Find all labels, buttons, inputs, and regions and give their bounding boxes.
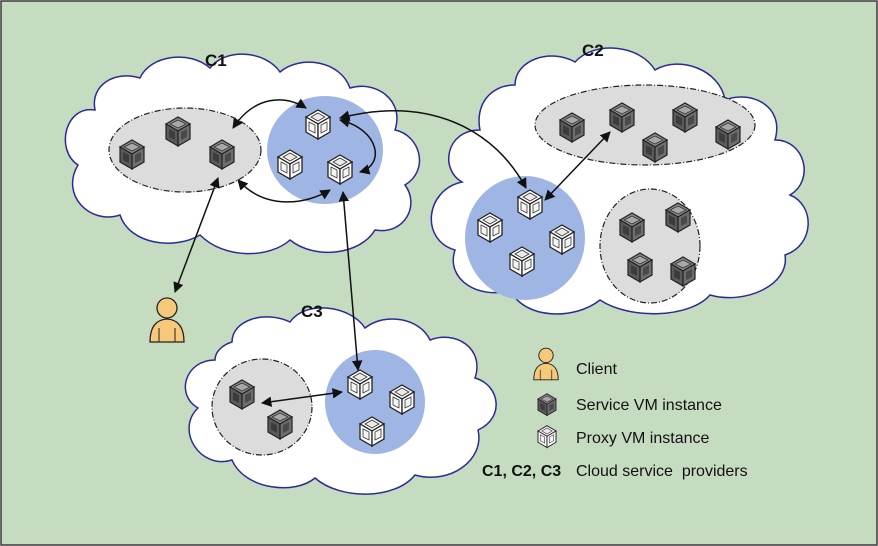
arrow-c3-service-proxy: [260, 388, 344, 407]
service-vm-icon: [670, 256, 696, 287]
service-group-c1: [108, 107, 262, 193]
proxy-vm-icon: [509, 246, 535, 277]
arrow-c2-proxy-service: [544, 131, 611, 201]
legend-client-label: Client: [576, 361, 617, 378]
service-group-c2-bottom: [599, 188, 701, 304]
service-vm-icon: [642, 132, 668, 163]
proxy-vm-icon: [477, 212, 503, 243]
legend-providers-key: C1, C2, C3: [482, 463, 561, 480]
service-vm-icon: [165, 116, 191, 147]
arrow-c1-c3: [338, 190, 363, 372]
service-vm-icon: [627, 252, 653, 283]
service-vm-icon: [209, 139, 235, 170]
cloud-c2-label: C2: [582, 41, 604, 60]
service-vm-icon: [609, 102, 635, 133]
service-vm-icon: [715, 119, 741, 150]
service-vm-icon: [665, 202, 691, 233]
proxy-vm-icon: [347, 369, 373, 400]
service-vm-icon: [119, 139, 145, 170]
legend-service-vm-label: Service VM instance: [576, 397, 722, 414]
cloud-c3-label: C3: [301, 302, 323, 321]
arrow-c1-c2: [338, 110, 527, 189]
service-vm-icon: [267, 409, 293, 440]
legend-proxy-vm-icon: [537, 425, 557, 448]
proxy-vm-icon: [389, 384, 415, 415]
connection-arrows: [173, 98, 611, 407]
proxy-vm-icon: [305, 109, 331, 140]
service-group-c3: [211, 358, 313, 456]
legend-service-vm-icon: [537, 393, 557, 416]
cloud-c1-label: C1: [205, 51, 227, 70]
proxy-vm-icon: [549, 224, 575, 255]
proxy-vm-icon: [359, 416, 385, 447]
arrow-client-c1: [173, 177, 220, 293]
proxy-group-c2: [465, 176, 585, 300]
legend-proxy-vm-label: Proxy VM instance: [576, 430, 709, 447]
service-vm-icon: [559, 112, 585, 143]
service-vm-icon: [672, 102, 698, 133]
legend: Client Service VM instance Proxy VM inst…: [482, 347, 748, 480]
service-vm-icon: [619, 212, 645, 243]
proxy-vm-icon: [517, 189, 543, 220]
proxy-vm-icon: [277, 149, 303, 180]
proxy-vm-icon: [327, 154, 353, 185]
arrow-c1-service-proxy-lower: [237, 179, 331, 203]
service-vm-icon: [229, 379, 255, 410]
legend-providers-label: Cloud service providers: [576, 463, 748, 480]
arrow-c1-service-proxy-upper: [232, 98, 307, 129]
